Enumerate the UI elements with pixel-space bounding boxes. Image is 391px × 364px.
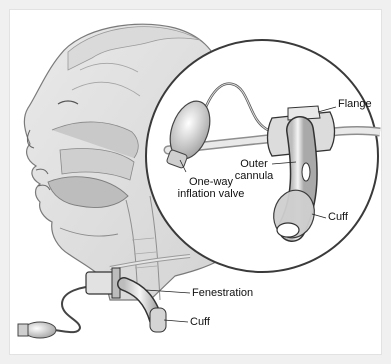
label-flange: Flange: [338, 98, 372, 110]
magnified-view: [146, 40, 380, 272]
label-cuff-main: Cuff: [190, 316, 210, 328]
label-fenestration: Fenestration: [192, 287, 253, 299]
label-valve-line2: inflation valve: [166, 188, 256, 200]
label-cuff-zoom: Cuff: [328, 211, 348, 223]
label-valve-line1: One-way: [176, 176, 246, 188]
label-outer-cannula-line1: Outer: [234, 158, 274, 170]
